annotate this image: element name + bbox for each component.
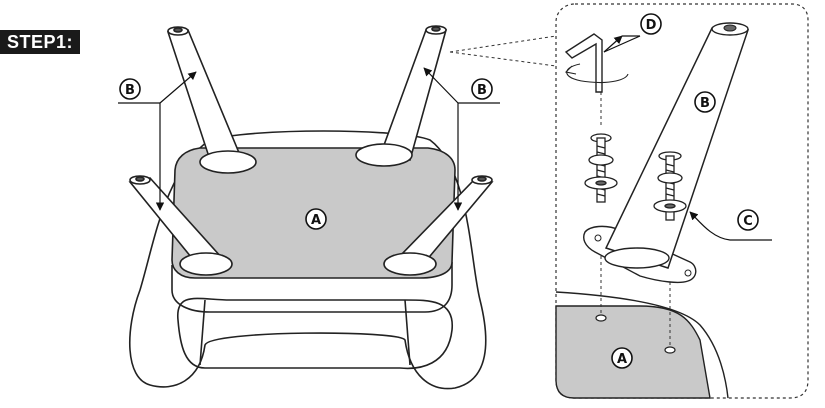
detail-panel: D B C A [555, 3, 809, 399]
detail-leg [604, 27, 750, 269]
callout-b-detail: B [694, 91, 716, 113]
callout-c: C [737, 209, 759, 231]
svg-text:C: C [743, 214, 753, 229]
detail-connector [449, 35, 557, 67]
seat-hole-left [595, 314, 607, 322]
callout-b-left: B [119, 78, 141, 100]
svg-text:D: D [646, 18, 657, 33]
bolt-stack-right [653, 151, 687, 221]
chair-lower-cushion [177, 297, 453, 370]
callout-d: D [640, 13, 662, 35]
leg-top-right [355, 25, 448, 167]
svg-text:A: A [617, 352, 627, 367]
step-title: STEP1: [0, 30, 80, 54]
detail-seat [555, 305, 711, 399]
legs [128, 25, 494, 276]
callout-a-seat: A [305, 208, 327, 230]
callout-b-right: B [471, 78, 493, 100]
leg-bottom-left [128, 175, 233, 276]
svg-text:B: B [700, 96, 710, 111]
seat-edge [171, 262, 453, 313]
svg-text:B: B [477, 83, 487, 98]
leg-bottom-right [383, 175, 494, 276]
leg-top-left [166, 26, 257, 174]
callout-a-detail: A [611, 347, 633, 369]
seat-hole-right [664, 346, 676, 354]
svg-text:A: A [311, 213, 321, 228]
hex-key [564, 33, 629, 93]
svg-text:B: B [125, 83, 135, 98]
bolt-stack-left [584, 133, 618, 203]
leg-callout-lines [118, 67, 500, 211]
